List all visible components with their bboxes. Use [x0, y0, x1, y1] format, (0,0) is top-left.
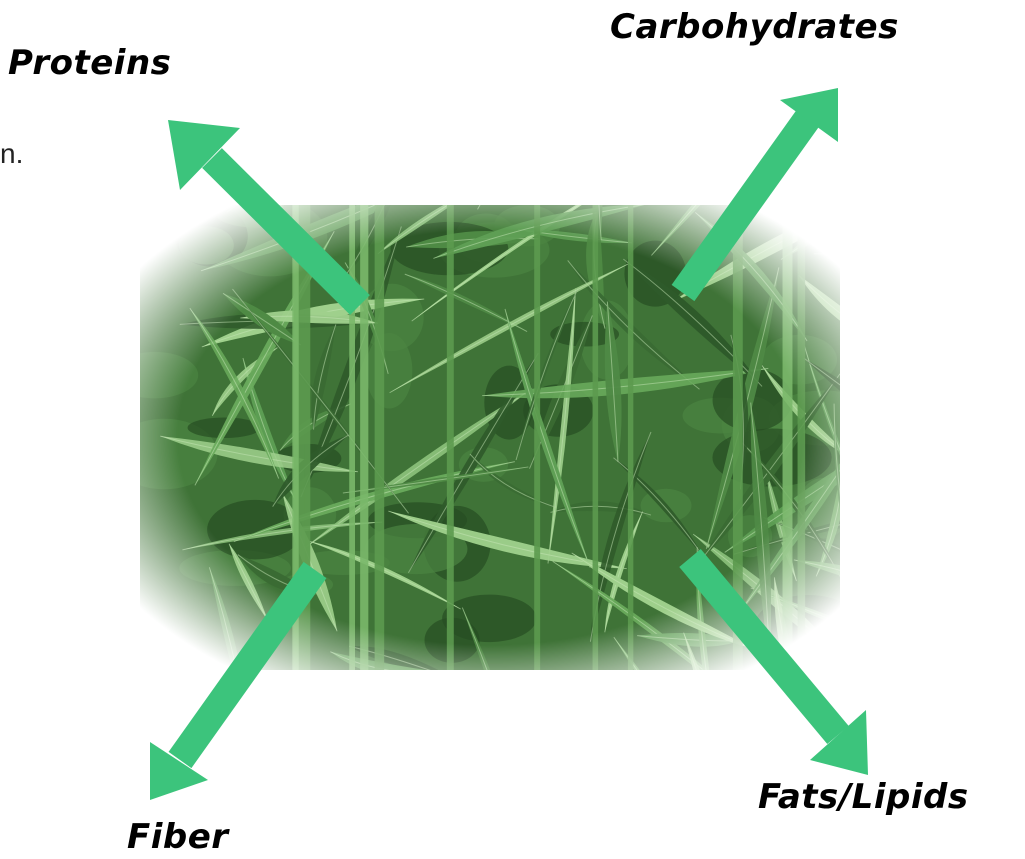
label-fiber: Fiber: [127, 820, 229, 854]
grass-photo: [111, 0, 1025, 859]
label-carbohydrates: Carbohydrates: [610, 10, 899, 44]
grass-blades: [111, 0, 1025, 859]
label-proteins: Proteins: [8, 46, 171, 80]
label-fats-lipids: Fats/Lipids: [758, 780, 969, 814]
